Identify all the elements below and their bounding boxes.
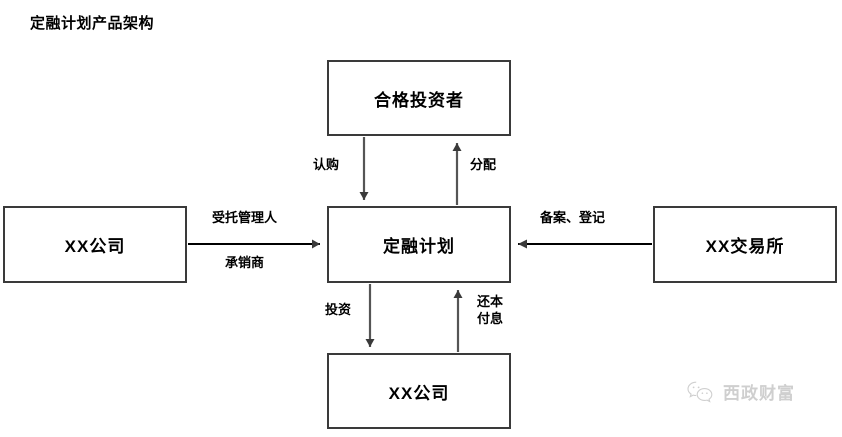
node-qualified-investor[interactable]: 合格投资者 [327,60,511,136]
node-company-bottom[interactable]: XX公司 [327,353,511,429]
node-company-bottom-label: XX公司 [388,383,450,403]
edge-label-underwriter: 承销商 [225,255,265,270]
node-qualified-investor-label: 合格投资者 [374,90,464,110]
node-exchange[interactable]: XX交易所 [653,206,837,283]
page-title: 定融计划产品架构 [30,15,155,32]
edge-label-repay-line2: 付息 [476,310,503,326]
watermark: 西政财富 [686,379,795,404]
node-financing-plan[interactable]: 定融计划 [327,206,511,283]
edge-label-trustee: 受托管理人 [212,210,278,225]
node-company-left-label: XX公司 [64,237,126,256]
edge-label-allocate: 分配 [470,157,497,172]
wechat-icon [686,380,716,404]
node-company-left[interactable]: XX公司 [3,206,187,283]
node-exchange-label: XX交易所 [705,237,785,256]
edge-label-subscribe: 认购 [313,157,340,172]
watermark-text: 西政财富 [723,384,795,403]
edge-label-repay-line1: 还本 [476,294,503,309]
edge-label-invest: 投资 [325,302,352,317]
node-financing-plan-label: 定融计划 [383,237,455,256]
edge-label-repay: 还本 付息 [470,294,510,327]
edge-label-filing: 备案、登记 [540,210,606,225]
